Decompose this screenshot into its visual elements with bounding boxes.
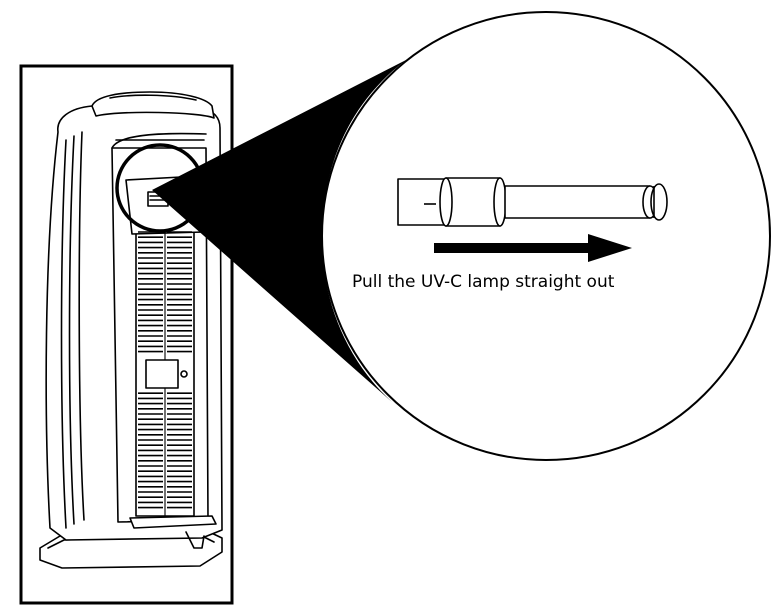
detail-circle-large — [321, 11, 771, 461]
detail-circle-small — [115, 143, 205, 233]
device-frame — [19, 64, 234, 605]
device-top-cap — [91, 91, 215, 119]
instruction-caption: Pull the UV-C lamp straight out — [352, 272, 615, 292]
pull-direction-arrow — [434, 234, 632, 262]
lamp-tube — [504, 185, 651, 219]
air-purifier-illustration — [39, 91, 223, 569]
uv-lamp-illustration — [397, 177, 668, 227]
magnifier-connector — [152, 60, 406, 402]
grille-slats — [138, 231, 192, 509]
